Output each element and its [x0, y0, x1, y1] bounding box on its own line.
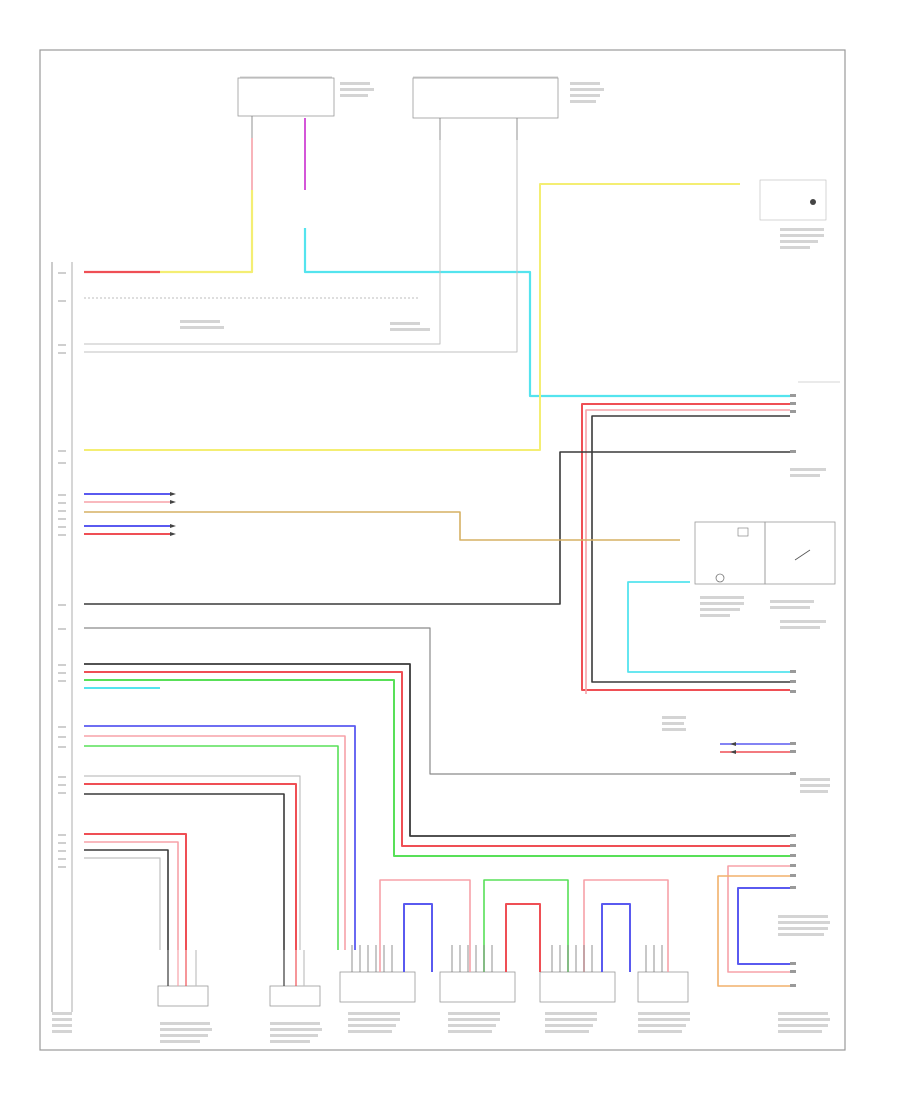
pin-marks: [58, 272, 66, 868]
connector-pins: [351, 945, 663, 972]
left-connector-arrows: [170, 492, 736, 754]
main-control-unit: [51, 262, 73, 1012]
diagram-frame: [39, 49, 846, 1051]
wires: [84, 118, 790, 987]
right-components: [694, 179, 840, 585]
right-terminals: [790, 394, 796, 987]
caption-blocks: [52, 82, 830, 1043]
bottom-connectors: [157, 971, 689, 1007]
top-fuse-blocks: [237, 76, 559, 140]
